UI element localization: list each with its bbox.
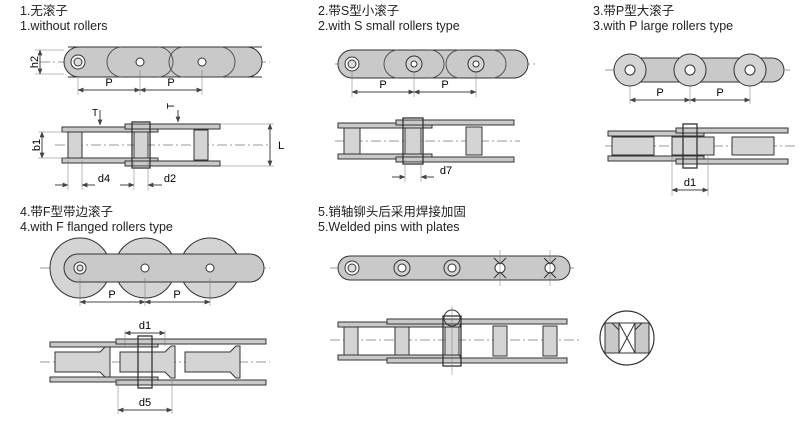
section2-top-view: d7 (335, 117, 520, 182)
section3-title-cn: 3.带P型大滚子 (593, 4, 675, 18)
dim-l: L (278, 140, 284, 152)
section3-title-en: 3.with P large rollers type (593, 19, 734, 33)
dim-d7: d7 (440, 165, 452, 177)
dim-h2: h2 (29, 56, 41, 68)
section4-title-en: 4.with F flanged rollers type (20, 220, 173, 234)
dim-p-5: P (656, 87, 663, 99)
section5-side-view (330, 250, 575, 286)
section2-title-en: 2.with S small rollers type (318, 19, 460, 33)
section3-top-view: d1 (605, 123, 795, 196)
dim-t-1: T (92, 108, 98, 119)
section1-title-cn: 1.无滚子 (20, 4, 68, 18)
dim-d4: d4 (98, 173, 110, 185)
dim-p-4: P (441, 79, 448, 91)
dim-p-3: P (379, 79, 386, 91)
dim-d5: d5 (139, 397, 151, 409)
section1-side-view: h2 P P (29, 46, 270, 95)
dim-d1-1: d1 (684, 177, 696, 189)
section1-top-view: T T b1 L d4 d2 (31, 103, 284, 190)
weld-detail-view (599, 310, 655, 366)
section4-top-view: d1 d5 (40, 320, 270, 414)
section2-title-cn: 2.带S型小滚子 (318, 4, 400, 18)
section5-top-view (330, 306, 580, 375)
dim-p-2: P (167, 77, 174, 89)
dim-d2: d2 (164, 173, 176, 185)
section2-side-view: P P (335, 49, 535, 97)
dim-p-1: P (105, 77, 112, 89)
dim-p-8: P (173, 289, 180, 301)
dim-p-6: P (716, 87, 723, 99)
section5-title-cn: 5.销轴铆头后采用焊接加固 (318, 205, 466, 219)
dim-b1: b1 (31, 139, 43, 151)
section4-side-view: P P (40, 237, 270, 306)
section3-side-view: P P (605, 53, 790, 104)
dim-p-7: P (108, 289, 115, 301)
section5-title-en: 5.Welded pins with plates (318, 220, 460, 234)
dim-d1-2: d1 (139, 320, 151, 332)
dim-t-2: T (166, 103, 177, 109)
section1-title-en: 1.without rollers (20, 19, 108, 33)
section4-title-cn: 4.带F型带边滚子 (20, 205, 114, 219)
